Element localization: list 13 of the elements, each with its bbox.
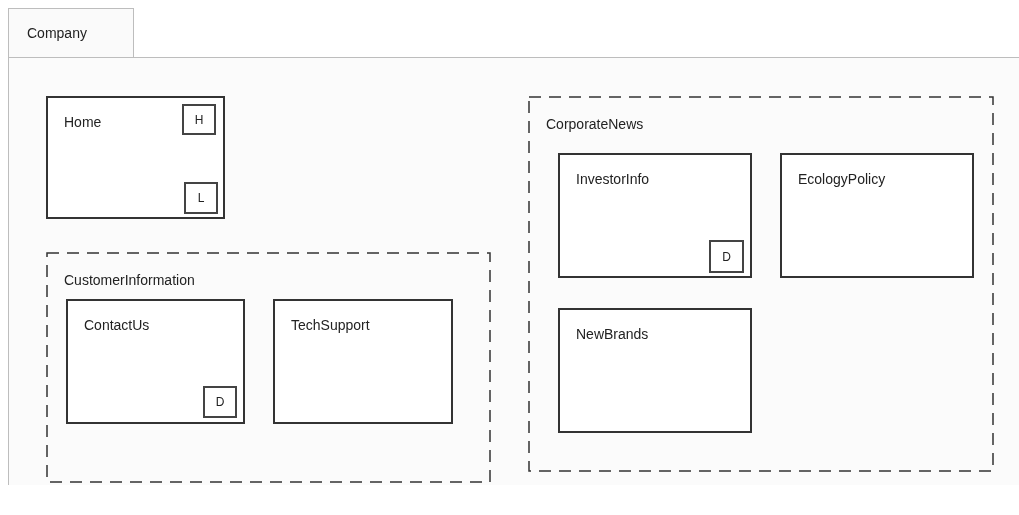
marker-badge: L — [184, 182, 218, 214]
tab-label: Company — [27, 24, 87, 43]
group-label: CustomerInformation — [64, 272, 195, 288]
marker-badge: D — [709, 240, 744, 273]
page-label: InvestorInfo — [576, 171, 650, 187]
page-label: TechSupport — [291, 317, 370, 333]
group-label: CorporateNews — [546, 116, 644, 132]
page-label: Home — [64, 114, 102, 130]
page-label: NewBrands — [576, 326, 649, 342]
page-label: ContactUs — [84, 317, 150, 333]
page-label: EcologyPolicy — [798, 171, 886, 187]
marker-badge: D — [203, 386, 237, 418]
marker-badge: H — [182, 104, 216, 135]
